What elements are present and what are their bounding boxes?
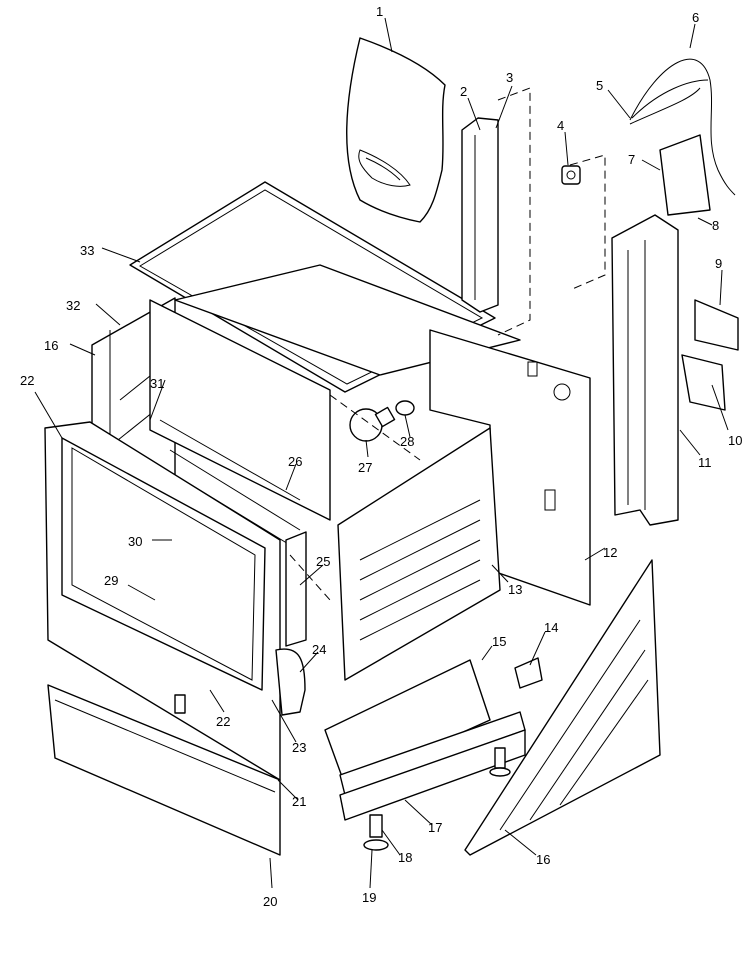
callout-8: 8 bbox=[712, 218, 719, 233]
part-small-bracket bbox=[514, 657, 543, 689]
assembly-guide-lines bbox=[289, 87, 606, 601]
callout-9: 9 bbox=[715, 256, 722, 271]
part-rear-bracket bbox=[461, 117, 499, 313]
part-front-frame bbox=[44, 421, 281, 781]
callout-32: 32 bbox=[66, 298, 80, 313]
part-light-socket bbox=[395, 400, 415, 416]
part-kick-panel bbox=[47, 684, 281, 856]
callout-6: 6 bbox=[692, 10, 699, 25]
callout-30: 30 bbox=[128, 534, 142, 549]
part-insulation-blanket bbox=[346, 37, 446, 223]
part-bottom-front bbox=[324, 659, 491, 786]
callout-1: 1 bbox=[376, 4, 383, 19]
callout-13: 13 bbox=[508, 582, 522, 597]
part-base-rail bbox=[339, 711, 526, 821]
part-leveling-leg bbox=[174, 694, 511, 851]
part-right-side-panel bbox=[337, 427, 501, 681]
callout-24: 24 bbox=[312, 642, 326, 657]
callout-16-lower: 16 bbox=[536, 852, 550, 867]
part-mounting-bracket bbox=[659, 134, 711, 216]
part-outer-side-panel bbox=[464, 559, 661, 856]
callout-21: 21 bbox=[292, 794, 306, 809]
callout-27: 27 bbox=[358, 460, 372, 475]
callout-20: 20 bbox=[263, 894, 277, 909]
callout-11: 11 bbox=[698, 455, 712, 470]
callout-4: 4 bbox=[557, 118, 564, 133]
part-thermostat bbox=[561, 165, 581, 185]
callout-22-upper: 22 bbox=[20, 373, 34, 388]
callout-29: 29 bbox=[104, 573, 118, 588]
callout-23: 23 bbox=[292, 740, 306, 755]
callout-25: 25 bbox=[316, 554, 330, 569]
callout-18: 18 bbox=[398, 850, 412, 865]
callout-33: 33 bbox=[80, 243, 94, 258]
callout-15: 15 bbox=[492, 634, 506, 649]
callout-19: 19 bbox=[362, 890, 376, 905]
callout-labels: 1 2 3 4 5 6 7 8 9 10 11 12 13 14 15 16 1… bbox=[20, 4, 742, 909]
callout-14: 14 bbox=[544, 620, 558, 635]
callout-26: 26 bbox=[288, 454, 302, 469]
part-side-trim bbox=[275, 531, 307, 716]
part-terminal-block bbox=[681, 299, 739, 411]
callout-22-lower: 22 bbox=[216, 714, 230, 729]
part-wire-harness bbox=[629, 58, 736, 196]
part-right-bracket bbox=[611, 214, 679, 526]
callout-12: 12 bbox=[603, 545, 617, 560]
callout-3: 3 bbox=[506, 70, 513, 85]
callout-28: 28 bbox=[400, 434, 414, 449]
callout-5: 5 bbox=[596, 78, 603, 93]
part-light-bulb bbox=[349, 406, 396, 442]
callout-16-upper: 16 bbox=[44, 338, 58, 353]
callout-10: 10 bbox=[728, 433, 742, 448]
callout-7: 7 bbox=[628, 152, 635, 167]
callout-17: 17 bbox=[428, 820, 442, 835]
leader-lines bbox=[34, 17, 729, 889]
callout-31: 31 bbox=[150, 376, 164, 391]
callout-2: 2 bbox=[460, 84, 467, 99]
